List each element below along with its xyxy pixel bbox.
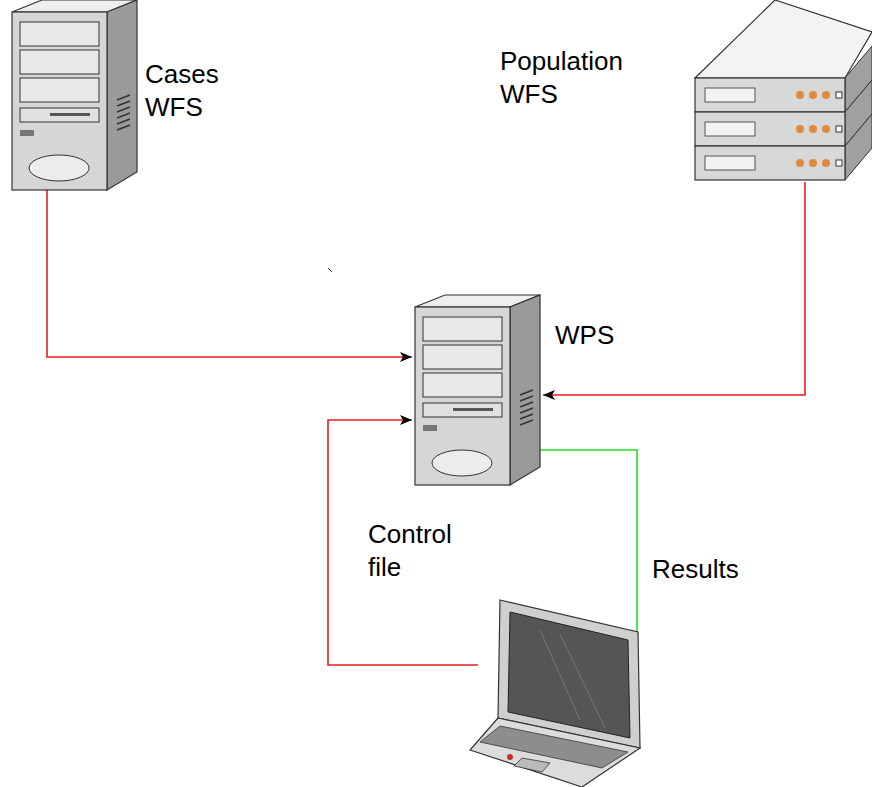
connector	[47, 190, 412, 357]
connector	[543, 182, 805, 395]
computer-icon	[695, 0, 872, 182]
edge-label: Results	[650, 553, 774, 586]
computer-node: Cases WFS	[12, 0, 262, 190]
node-label: Cases WFS	[145, 58, 227, 124]
computer-node: WPS	[415, 295, 635, 485]
node-label: Population WFS	[500, 45, 650, 111]
edge-label: Control file	[366, 518, 470, 584]
computer-node: Population WFS	[495, 0, 872, 190]
computer-icon	[415, 295, 540, 485]
computer-node	[470, 600, 650, 787]
computer-icon	[470, 600, 640, 787]
stray-tick	[328, 268, 332, 272]
computer-icon	[12, 0, 137, 190]
node-label: WPS	[555, 319, 631, 352]
